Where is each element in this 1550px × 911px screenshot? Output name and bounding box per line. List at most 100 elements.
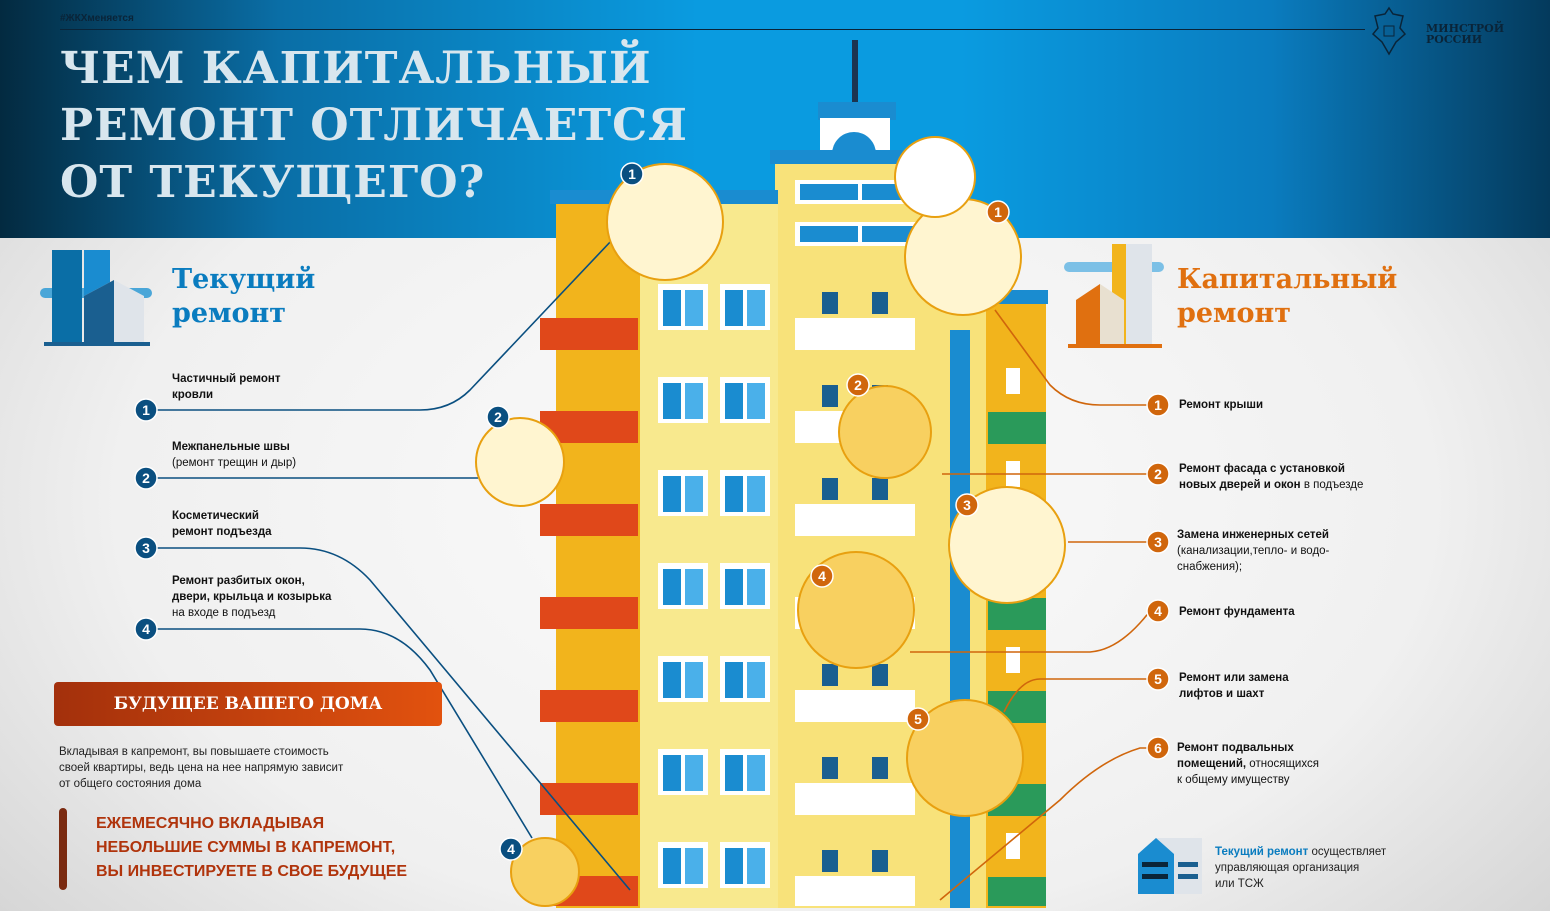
capital-item-4: Ремонт фундамента [1179, 606, 1295, 618]
repair-scene-circle [510, 837, 580, 907]
connector-line-current-1 [146, 239, 613, 411]
window-pane [663, 290, 681, 326]
balcony [795, 690, 915, 722]
window [1006, 368, 1020, 394]
scene-badge-capital-3-icon [955, 493, 979, 517]
capital-badge-3-icon [1146, 530, 1170, 554]
window-pane [685, 383, 703, 419]
window [822, 850, 838, 872]
capital-badge-6-number: 6 [1154, 740, 1162, 756]
window [872, 664, 888, 686]
window-pane [663, 848, 681, 884]
scene-badge-capital-1-number: 1 [994, 204, 1002, 220]
window-pane [747, 569, 765, 605]
balcony [540, 690, 638, 722]
capital-badge-6-icon [1146, 736, 1170, 760]
window-pane [685, 848, 703, 884]
balcony [795, 876, 915, 906]
capital-item-3: Замена инженерных сетей(канализации,тепл… [1177, 529, 1330, 573]
capital-item-1: Ремонт крыши [1179, 399, 1264, 411]
window-pane [725, 569, 743, 605]
scene-badge-current-4-number: 4 [507, 841, 515, 857]
window-pane [685, 290, 703, 326]
connector-line-capital-6 [939, 747, 1158, 901]
window [872, 292, 888, 314]
window-pane [747, 383, 765, 419]
capital-badge-1-icon [1146, 393, 1170, 417]
scene-badge-capital-4-icon [810, 564, 834, 588]
repair-scene-circle [948, 486, 1066, 604]
current-repair-building-icon [40, 250, 152, 346]
wall-block [988, 412, 1046, 444]
current-badge-3-icon [134, 536, 158, 560]
scene-badge-capital-2-icon [846, 373, 870, 397]
balcony [540, 318, 638, 350]
window-pane [725, 290, 743, 326]
window-pane [800, 184, 858, 200]
repair-scene-circle [606, 163, 724, 281]
current-badge-1-number: 1 [142, 402, 150, 418]
capital-badge-3-number: 3 [1154, 534, 1162, 550]
window-pane [747, 662, 765, 698]
scene-badge-current-1-number: 1 [628, 166, 636, 182]
window [1006, 833, 1020, 859]
window-pane [747, 476, 765, 512]
window-pane [663, 662, 681, 698]
scene-badge-current-4-icon [499, 837, 523, 861]
coat-of-arms-icon [1371, 6, 1407, 56]
connector-line-capital-5 [1003, 678, 1158, 713]
window-pane [862, 226, 922, 242]
capital-badge-5-icon [1146, 667, 1170, 691]
window-pane [663, 755, 681, 791]
management-building-icon [1138, 838, 1202, 894]
future-description: Вкладывая в капремонт, вы повышаете стои… [59, 746, 344, 790]
window-pane [685, 476, 703, 512]
repair-scene-circle [475, 417, 565, 507]
scene-badge-current-2-icon [486, 405, 510, 429]
hashtag: #ЖКХменяется [60, 13, 134, 24]
repair-scene-circle [894, 136, 976, 218]
scene-badge-capital-3-number: 3 [963, 497, 971, 513]
window [822, 664, 838, 686]
future-banner: БУДУЩЕЕ ВАШЕГО ДОМА [54, 682, 442, 726]
window [1006, 647, 1020, 673]
window-pane [747, 848, 765, 884]
balcony [795, 504, 915, 536]
current-badge-2-number: 2 [142, 470, 150, 486]
window [822, 385, 838, 407]
header-divider [60, 29, 1365, 30]
window-pane [725, 383, 743, 419]
window [872, 757, 888, 779]
capital-repair-building-icon [1064, 244, 1164, 348]
balcony [795, 318, 915, 350]
window-pane [685, 569, 703, 605]
scene-badge-capital-2-number: 2 [854, 377, 862, 393]
window-pane [800, 226, 858, 242]
balcony [540, 783, 638, 815]
current-badge-4-icon [134, 617, 158, 641]
window-pane [747, 290, 765, 326]
scene-badge-capital-1-icon [986, 200, 1010, 224]
wall-block [988, 598, 1046, 630]
capital-badge-5-number: 5 [1154, 671, 1162, 687]
current-badge-2-icon [134, 466, 158, 490]
window [872, 478, 888, 500]
scene-badge-capital-5-number: 5 [914, 711, 922, 727]
window-pane [725, 848, 743, 884]
repair-scene-circle [906, 699, 1024, 817]
connector-line-current-3 [146, 547, 631, 891]
window-pane [725, 755, 743, 791]
balcony [540, 597, 638, 629]
connector-line-current-4 [146, 628, 533, 839]
current-item-4: Ремонт разбитых окон,двери, крыльца и ко… [172, 575, 332, 619]
balcony [795, 783, 915, 815]
